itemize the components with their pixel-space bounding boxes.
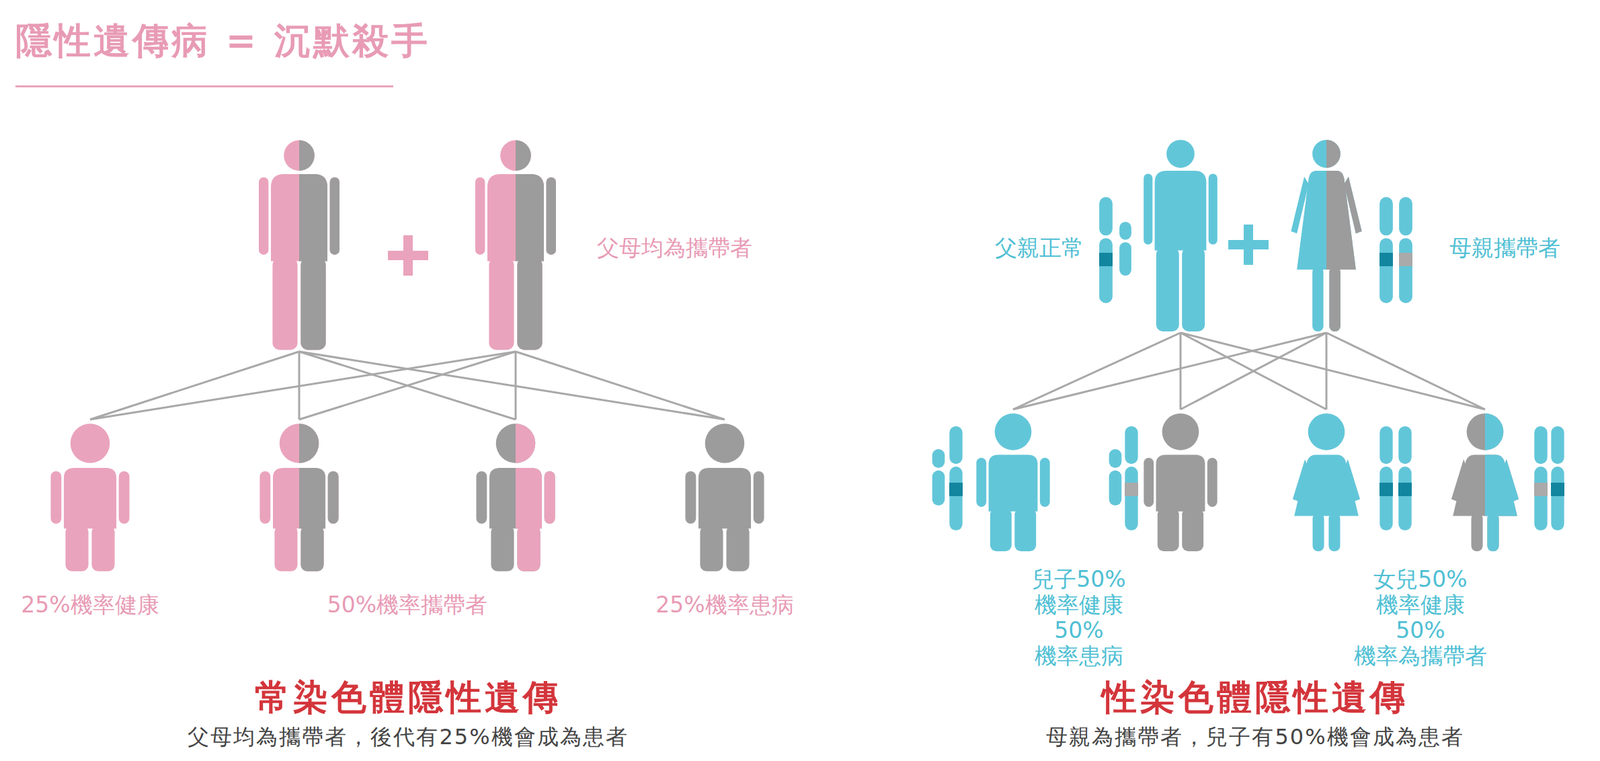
node-label: 兒子50%機率健康 50%機率患病: [1031, 566, 1126, 669]
descent-line: [1013, 332, 1327, 410]
descent-line: [90, 351, 516, 420]
chromosome-part: [1379, 482, 1393, 497]
page-title: 隱性遺傳病 = 沉默殺手: [15, 19, 431, 63]
node-label: 50%機率攜帶者: [327, 592, 488, 618]
chromosome-part: [1379, 426, 1393, 531]
chromosome-part: [1379, 252, 1393, 267]
descent-line: [1013, 332, 1181, 410]
chromosome-part: [1398, 426, 1412, 531]
chromosome-part: [1119, 221, 1132, 276]
right-children-part: [1451, 413, 1519, 552]
descent-line: [299, 351, 725, 420]
left-children-part: [259, 423, 339, 572]
figure-group: 兒子50%機率健康 50%機率患病: [972, 413, 1222, 552]
figure-group: 50%機率攜帶者: [258, 423, 557, 572]
node-label: 父母均為攜帶者: [596, 235, 753, 261]
right-parents: [1143, 139, 1362, 332]
right-children-part: [1143, 413, 1217, 552]
figure-group: 父親正常: [1142, 139, 1219, 332]
left-children-part: [475, 423, 555, 572]
right-parents-part: [1143, 139, 1218, 332]
figure-group: 母親攜帶者: [1288, 139, 1365, 332]
plus-sign-part: [1243, 224, 1254, 265]
section-heading: 常染色體隱性遺傳: [254, 676, 562, 718]
node-label: 父親正常: [994, 235, 1084, 261]
node-label: 母親攜帶者: [1449, 235, 1561, 261]
left-children-part: [685, 423, 764, 572]
plus-sign: [1228, 224, 1269, 265]
figure-group: 25%機率患病: [683, 423, 766, 572]
left-parents: [258, 140, 556, 351]
plus-sign: [387, 235, 429, 276]
chromosome-part: [949, 426, 963, 531]
title-underline: [15, 85, 394, 88]
chromosome-part: [1124, 426, 1138, 531]
right-children-part: [1451, 413, 1519, 552]
chromosome-part: [1550, 482, 1565, 497]
chromosome: [932, 196, 1565, 531]
chromosome-part: [1398, 252, 1413, 267]
descent-line: [299, 351, 516, 420]
chromosome-part: [1398, 482, 1412, 497]
right-parents-part: [1290, 139, 1362, 332]
section-note: 母親為攜帶者，兒子有50%機會成為患者: [1046, 723, 1464, 751]
left-children-part: [475, 423, 555, 572]
section-heading: 性染色體隱性遺傳: [1101, 676, 1409, 718]
left-children-part: [259, 423, 339, 572]
node-label: 25%機率患病: [655, 592, 794, 618]
figure-group: 女兒50%機率健康 50%機率為攜帶者: [1285, 413, 1527, 552]
left-parents-part: [475, 140, 556, 351]
right-children-part: [1292, 413, 1360, 552]
left-parents-part: [475, 140, 556, 351]
left-parents-part: [258, 140, 340, 351]
left-children: [50, 423, 764, 572]
left-parents-part: [258, 140, 340, 351]
chromosome-part: [1124, 482, 1139, 497]
chromosome-part: [1379, 196, 1393, 304]
chromosome-part: [949, 482, 963, 497]
plus-sign-part: [403, 235, 413, 276]
right-parents-part: [1290, 139, 1362, 332]
chromosome-part: [932, 449, 946, 506]
chromosome-part: [1398, 196, 1413, 304]
right-children-part: [976, 413, 1050, 552]
chromosome-part: [1534, 482, 1548, 497]
chromosome-part: [1099, 196, 1113, 304]
section-note: 父母均為攜帶者，後代有25%機會成為患者: [187, 723, 628, 751]
chromosome-part: [1099, 252, 1113, 267]
figure-group: 25%機率健康: [49, 423, 132, 572]
descent-line: [1180, 332, 1486, 410]
right-children: [976, 413, 1519, 552]
chromosome-part: [1109, 449, 1123, 506]
left-children-part: [50, 423, 130, 572]
descent-line: [1326, 332, 1486, 410]
node-label: 女兒50%機率健康 50%機率為攜帶者: [1353, 566, 1488, 669]
figure-group: 父母均為攜帶者: [258, 139, 557, 351]
node-label: 25%機率健康: [20, 592, 159, 618]
chromosome-part: [1534, 426, 1547, 531]
chromosome-part: [1550, 426, 1564, 531]
